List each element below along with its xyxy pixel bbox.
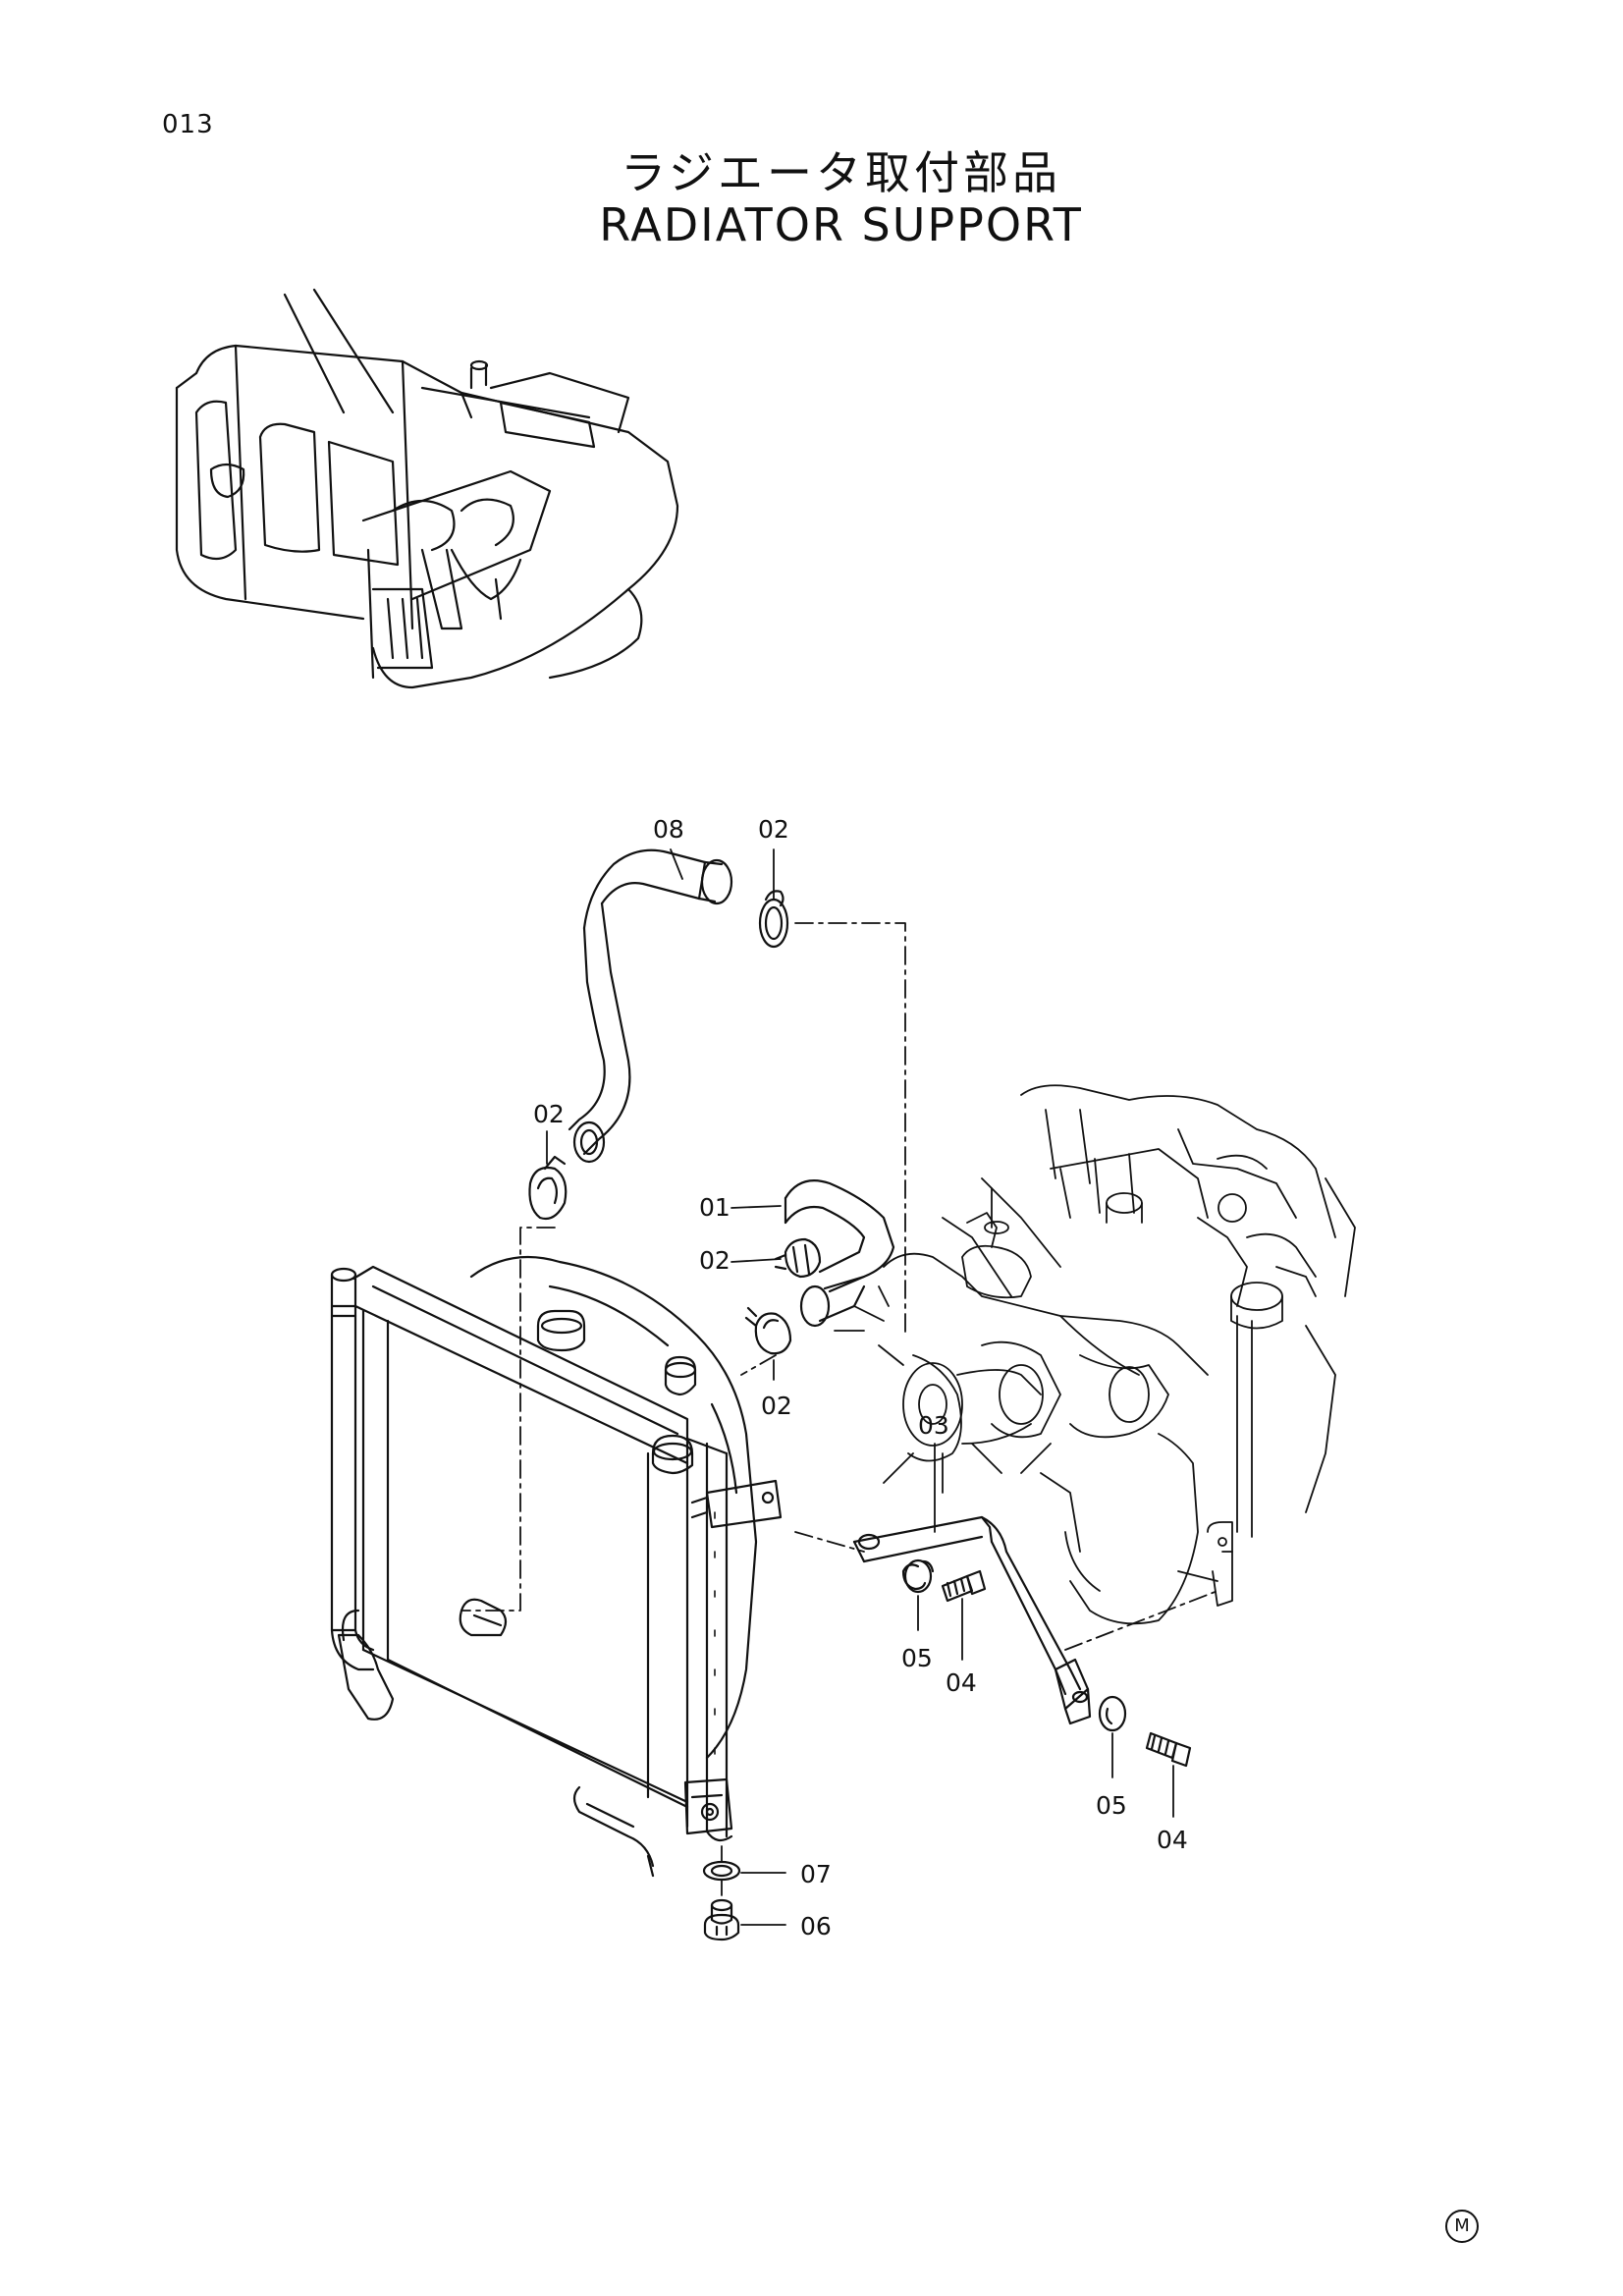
callout-02-mid: 02 <box>699 1246 730 1275</box>
page-title-english: RADIATOR SUPPORT <box>599 198 1083 251</box>
callout-02-left: 02 <box>533 1100 565 1128</box>
short-hose-01 <box>784 1179 895 1328</box>
callout-05-upper: 05 <box>901 1644 933 1672</box>
registered-mark-icon: M <box>1445 2210 1479 2243</box>
hose-clamps-02 <box>528 890 822 1355</box>
radiator-assembly <box>330 1255 783 1878</box>
callout-05-lower: 05 <box>1096 1791 1127 1820</box>
callout-08: 08 <box>653 815 684 844</box>
callout-leader-lines <box>546 848 1174 1926</box>
excavator-overview-inset <box>175 288 679 689</box>
washer-07-bolt-06 <box>702 1860 741 1941</box>
callout-02-lower: 02 <box>761 1392 792 1420</box>
callout-04-lower: 04 <box>1157 1826 1188 1854</box>
callout-02-top: 02 <box>758 815 789 844</box>
callout-04-upper: 04 <box>946 1668 977 1697</box>
callout-01: 01 <box>699 1193 730 1222</box>
assembly-reference-lines <box>460 922 1218 1896</box>
callout-07: 07 <box>800 1860 832 1888</box>
page-title-japanese: ラジエータ取付部品 <box>620 146 1062 199</box>
support-bar-03 <box>852 1515 1092 1725</box>
washers-and-bolts <box>901 1558 1192 1768</box>
page-number: 013 <box>162 110 214 139</box>
callout-03: 03 <box>918 1411 949 1440</box>
upper-radiator-hose-08 <box>568 848 733 1164</box>
callout-06: 06 <box>800 1912 832 1941</box>
callout-labels: 08 02 02 01 02 02 03 05 04 05 04 07 06 <box>533 815 1188 1941</box>
engine-outline <box>834 1084 1356 1625</box>
